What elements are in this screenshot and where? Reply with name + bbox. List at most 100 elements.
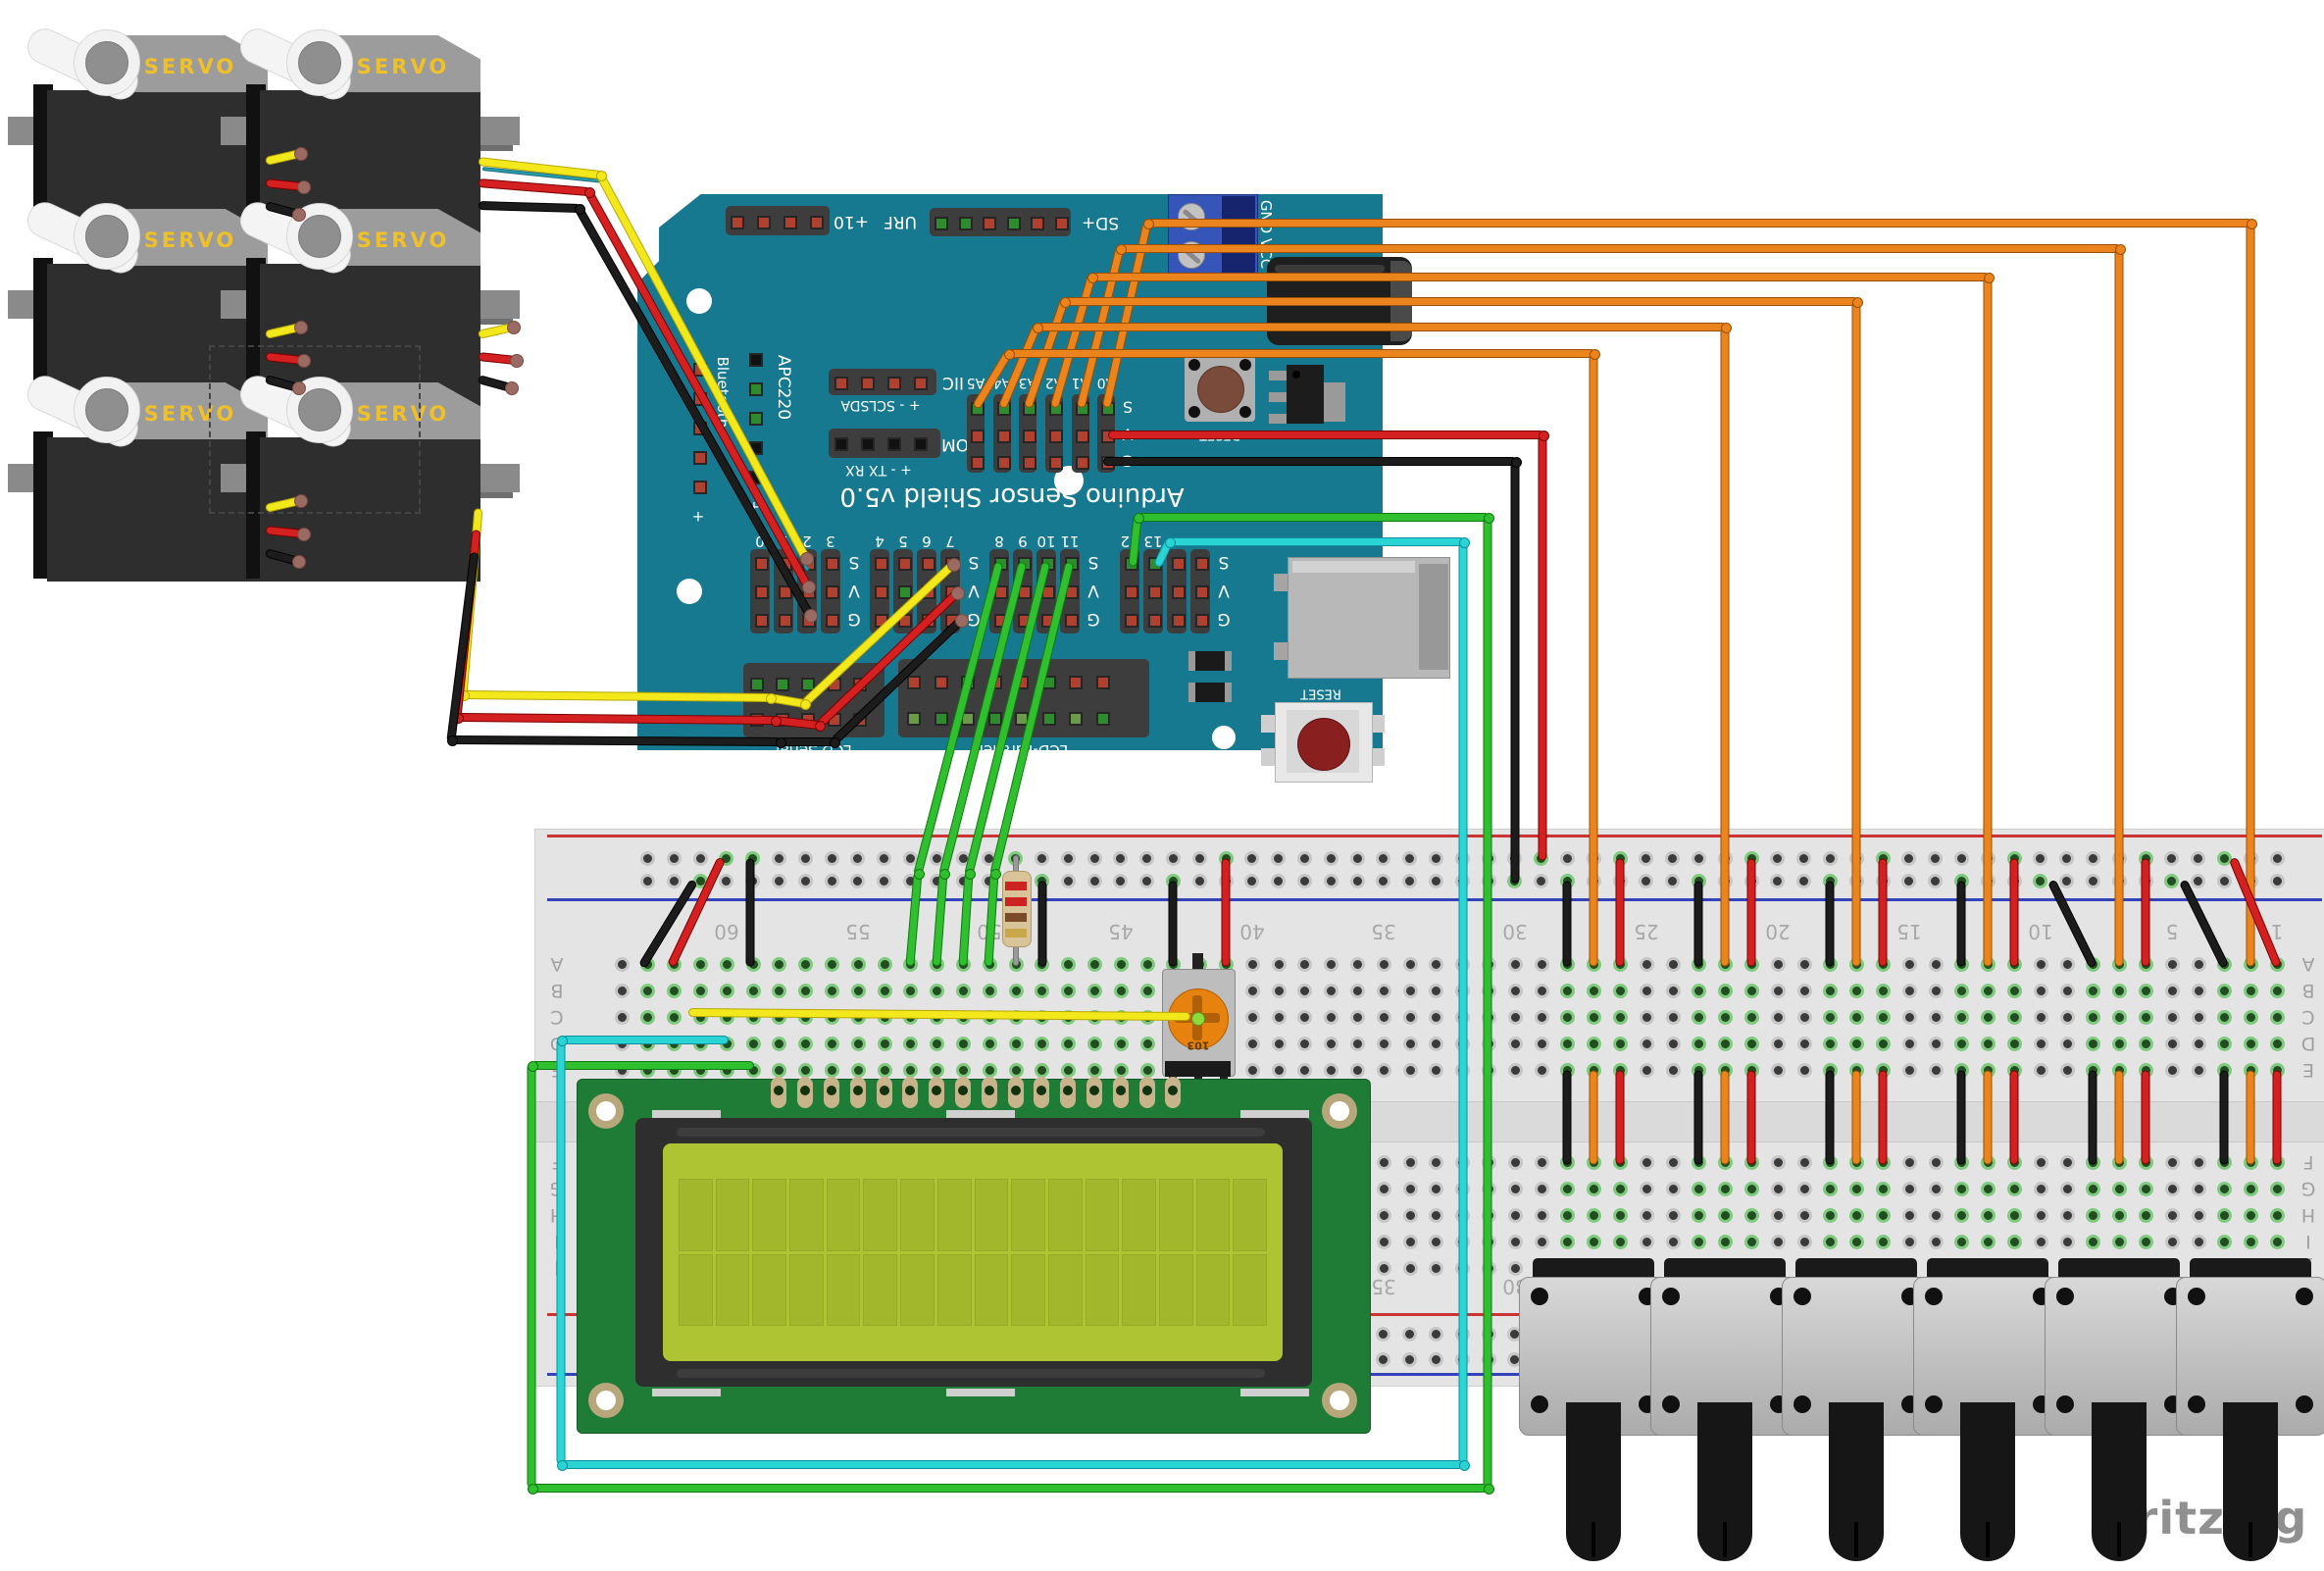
breadboard-hole[interactable] — [1376, 1063, 1391, 1078]
breadboard-hole[interactable] — [1665, 1208, 1681, 1223]
breadboard-hole[interactable] — [1849, 1010, 1865, 1025]
pot4-channel-orange[interactable] — [1983, 1070, 1993, 1164]
header-pin[interactable] — [834, 377, 848, 390]
breadboard-hole[interactable] — [1139, 957, 1155, 972]
breadboard-hole[interactable] — [1901, 1155, 1917, 1170]
rail-hole-plus-top[interactable] — [1376, 851, 1391, 866]
breadboard-hole[interactable] — [2007, 1010, 2022, 1025]
breadboard-hole[interactable] — [1534, 1063, 1549, 1078]
breadboard-hole[interactable] — [877, 984, 892, 998]
breadboard-hole[interactable] — [1954, 1208, 1970, 1223]
breadboard-hole[interactable] — [1376, 984, 1391, 998]
breadboard-hole[interactable] — [1928, 1182, 1944, 1196]
rail-hole-minus-top[interactable] — [1244, 874, 1260, 888]
breadboard-hole[interactable] — [1744, 1208, 1759, 1223]
wire-orange-a3[interactable] — [1064, 296, 1858, 306]
breadboard-hole[interactable] — [1718, 1182, 1734, 1196]
rail-hole-minus-top[interactable] — [1429, 874, 1443, 888]
breadboard-hole[interactable] — [2217, 1182, 2233, 1196]
rail-hole-plus-top[interactable] — [1271, 851, 1287, 866]
wire-orange-a5[interactable] — [1589, 353, 1598, 966]
rail-hole-plus-top[interactable] — [2059, 851, 2075, 866]
breadboard-hole[interactable] — [745, 1037, 761, 1051]
header-pin[interactable] — [749, 412, 763, 426]
breadboard-hole[interactable] — [825, 984, 839, 998]
rail-hole-minus-top[interactable] — [1534, 874, 1549, 888]
header-pin[interactable] — [1049, 456, 1063, 470]
wire-cyan-pin13[interactable] — [1169, 536, 1465, 546]
breadboard-hole[interactable] — [2059, 1208, 2075, 1223]
pot3-channel-black[interactable] — [1825, 1070, 1835, 1164]
breadboard-hole[interactable] — [1534, 957, 1549, 972]
breadboard-hole[interactable] — [2270, 984, 2285, 998]
rail-hole-plus-top[interactable] — [877, 851, 892, 866]
breadboard-hole[interactable] — [2164, 1208, 2180, 1223]
breadboard-hole[interactable] — [1534, 1010, 1549, 1025]
breadboard-hole[interactable] — [2086, 1235, 2101, 1249]
pot4-black[interactable] — [1956, 881, 1966, 966]
breadboard-hole[interactable] — [1876, 1037, 1891, 1051]
breadboard-hole[interactable] — [2086, 1037, 2101, 1051]
pot2-black[interactable] — [1693, 881, 1703, 966]
wire-green-pin12[interactable] — [530, 1483, 1488, 1493]
wire-orange-a1[interactable] — [2114, 248, 2124, 966]
breadboard-hole[interactable] — [1402, 984, 1418, 998]
header-pin[interactable] — [731, 216, 744, 229]
rail-hole-plus-top[interactable] — [1297, 851, 1312, 866]
breadboard-hole[interactable] — [2007, 1235, 2022, 1249]
rail-hole-minus-top[interactable] — [1323, 874, 1339, 888]
breadboard-hole[interactable] — [877, 957, 892, 972]
breadboard-hole[interactable] — [1770, 1155, 1786, 1170]
breadboard-hole[interactable] — [1560, 1208, 1576, 1223]
breadboard-hole[interactable] — [1507, 1235, 1523, 1249]
header-pin[interactable] — [1195, 614, 1209, 628]
rail-hole-plus-top[interactable] — [1954, 851, 1969, 866]
rail-hole-plus-top[interactable] — [2191, 851, 2206, 866]
servo6-black[interactable] — [780, 736, 835, 746]
breadboard-hole[interactable] — [1718, 984, 1734, 998]
breadboard-hole[interactable] — [1849, 1182, 1865, 1196]
breadboard-hole[interactable] — [1928, 1208, 1944, 1223]
breadboard-hole[interactable] — [1744, 1182, 1759, 1196]
breadboard-hole[interactable] — [1534, 984, 1549, 998]
servo6-black[interactable] — [450, 735, 783, 746]
breadboard-hole[interactable] — [1954, 984, 1970, 998]
rail-hole-minus-top[interactable] — [824, 874, 839, 888]
breadboard-hole[interactable] — [2059, 1037, 2075, 1051]
breadboard-hole[interactable] — [2164, 1155, 2180, 1170]
breadboard-hole[interactable] — [2112, 1235, 2128, 1249]
pot2-channel-red[interactable] — [1746, 1070, 1756, 1164]
header-pin[interactable] — [1031, 217, 1044, 230]
breadboard-hole[interactable] — [2112, 1182, 2128, 1196]
breadboard-hole[interactable] — [1954, 1010, 1970, 1025]
breadboard-hole[interactable] — [1113, 957, 1129, 972]
breadboard-hole[interactable] — [1796, 1037, 1812, 1051]
rail-hole-minus-top[interactable] — [1376, 874, 1391, 888]
rail-hole-minus-top[interactable] — [2191, 874, 2206, 888]
breadboard-hole[interactable] — [1796, 1063, 1812, 1078]
breadboard-hole[interactable] — [1770, 1182, 1786, 1196]
rail-hole-plus-top[interactable] — [1323, 851, 1339, 866]
rail-hole-minus-top[interactable] — [772, 874, 786, 888]
rail-hole-minus-top[interactable] — [2086, 874, 2100, 888]
breadboard-hole[interactable] — [1928, 1235, 1944, 1249]
breadboard-hole[interactable] — [877, 1063, 892, 1078]
header-pin[interactable] — [1195, 585, 1209, 599]
breadboard-hole[interactable] — [1087, 1063, 1102, 1078]
breadboard-hole[interactable] — [1796, 957, 1812, 972]
breadboard-hole[interactable] — [2139, 1182, 2153, 1196]
header-pin[interactable] — [783, 216, 797, 229]
header-pin[interactable] — [1049, 430, 1063, 443]
rail-hole-minus-top[interactable] — [640, 874, 655, 888]
breadboard-hole[interactable] — [1507, 984, 1523, 998]
pot5-channel-black[interactable] — [2088, 1070, 2097, 1164]
rail-hole-plus-top[interactable] — [1060, 851, 1076, 866]
breadboard-hole[interactable] — [1901, 1037, 1917, 1051]
breadboard-hole[interactable] — [2139, 1037, 2153, 1051]
breadboard-hole[interactable] — [1376, 1182, 1391, 1196]
header-pin[interactable] — [1076, 456, 1089, 470]
rail-hole-plus-top[interactable] — [824, 851, 839, 866]
header-pin[interactable] — [1076, 430, 1089, 443]
breadboard-hole[interactable] — [719, 957, 734, 972]
breadboard-hole[interactable] — [1560, 1182, 1576, 1196]
